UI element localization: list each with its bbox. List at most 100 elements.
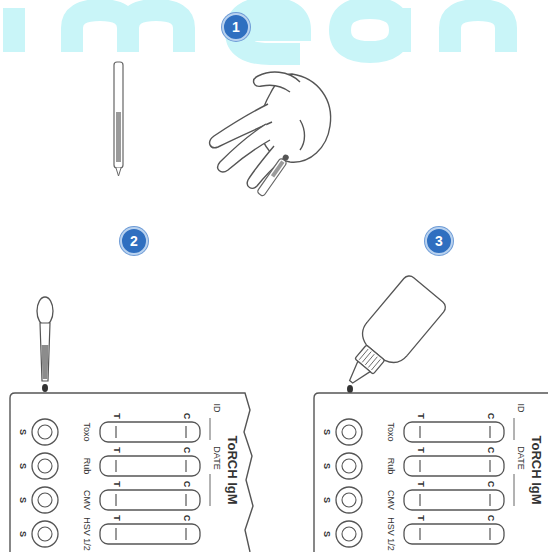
control-line-label: C bbox=[486, 413, 495, 420]
sample-well-inner bbox=[342, 493, 356, 507]
tube-blood bbox=[271, 160, 285, 177]
test-name: Rub bbox=[386, 458, 395, 475]
callout-text: 1 bbox=[232, 19, 240, 35]
watermark-shape bbox=[3, 8, 25, 52]
result-window bbox=[404, 490, 504, 510]
watermark-shape bbox=[72, 10, 184, 52]
sample-well-inner bbox=[342, 425, 356, 439]
sample-well-inner bbox=[38, 425, 52, 439]
tube-body bbox=[257, 158, 288, 197]
control-line bbox=[489, 460, 490, 472]
result-window bbox=[100, 490, 200, 510]
write-line bbox=[514, 474, 515, 506]
test-line-label: T bbox=[416, 413, 425, 419]
watermark-shape bbox=[450, 10, 506, 52]
control-line-label: C bbox=[182, 515, 191, 522]
control-line bbox=[489, 494, 490, 506]
control-line bbox=[489, 426, 490, 438]
capillary-tube bbox=[114, 62, 123, 176]
test-line bbox=[115, 494, 116, 506]
test-line-label: T bbox=[416, 481, 425, 487]
control-line-label: C bbox=[486, 515, 495, 522]
cassette-title: ToRCH IgM bbox=[226, 435, 239, 504]
control-line bbox=[489, 528, 490, 540]
sample-well-label: S bbox=[18, 531, 27, 537]
callout-text: 2 bbox=[130, 233, 138, 249]
control-line-label: C bbox=[182, 413, 191, 420]
cassette-outline bbox=[314, 393, 548, 552]
write-line bbox=[210, 418, 211, 440]
sample-well bbox=[336, 521, 362, 547]
test-line bbox=[419, 460, 420, 472]
callout-number: 2 bbox=[120, 227, 148, 255]
hand-crease bbox=[300, 120, 305, 150]
field-label: DATE bbox=[516, 446, 525, 469]
hand bbox=[210, 72, 331, 188]
field-label: DATE bbox=[212, 446, 221, 469]
control-line-label: C bbox=[486, 481, 495, 488]
sample-well-inner bbox=[342, 527, 356, 541]
watermark-shape bbox=[340, 8, 400, 52]
test-line-label: T bbox=[112, 481, 121, 487]
tube-blood bbox=[116, 112, 121, 162]
bottle-nozzle bbox=[345, 361, 370, 387]
result-window bbox=[100, 422, 200, 442]
dropper bbox=[37, 297, 53, 392]
callout-text: 3 bbox=[435, 233, 443, 249]
sample-well-label: S bbox=[322, 463, 331, 469]
result-window bbox=[404, 456, 504, 476]
test-line bbox=[419, 426, 420, 438]
sample-well-inner bbox=[38, 459, 52, 473]
callout-number: 1 bbox=[222, 13, 250, 41]
test-line bbox=[115, 426, 116, 438]
sample-well-inner bbox=[38, 527, 52, 541]
cassette bbox=[10, 393, 253, 552]
control-line bbox=[185, 426, 186, 438]
test-line bbox=[115, 460, 116, 472]
sample-well bbox=[32, 453, 58, 479]
result-window bbox=[404, 524, 504, 544]
cassette-title: ToRCH IgM bbox=[530, 435, 543, 504]
sample-well bbox=[336, 419, 362, 445]
test-name: CMV bbox=[82, 490, 91, 510]
result-window bbox=[100, 524, 200, 544]
test-line bbox=[419, 528, 420, 540]
test-line-label: T bbox=[112, 515, 121, 521]
test-name: Rub bbox=[82, 458, 91, 475]
control-line bbox=[185, 528, 186, 540]
test-line-label: T bbox=[112, 413, 121, 419]
test-name: HSV 1/2 bbox=[82, 517, 91, 551]
test-line bbox=[419, 494, 420, 506]
test-name: CMV bbox=[386, 490, 395, 510]
test-name: Toxo bbox=[386, 422, 395, 441]
sample-well bbox=[32, 487, 58, 513]
dropper-bulb bbox=[37, 297, 53, 325]
sample-well-label: S bbox=[18, 463, 27, 469]
sample-well-label: S bbox=[18, 497, 27, 503]
test-name: HSV 1/2 bbox=[386, 517, 395, 551]
sample-well bbox=[32, 521, 58, 547]
buffer-drop bbox=[347, 385, 353, 393]
dropper-sample bbox=[42, 345, 49, 379]
hand-thumb bbox=[254, 72, 300, 92]
sample-well-label: S bbox=[18, 429, 27, 435]
finger-capillary bbox=[257, 153, 291, 197]
sample-well bbox=[336, 487, 362, 513]
test-name: Toxo bbox=[82, 422, 91, 441]
write-line bbox=[210, 474, 211, 506]
control-line bbox=[185, 460, 186, 472]
sample-well bbox=[336, 453, 362, 479]
sample-well bbox=[32, 419, 58, 445]
tube-tip bbox=[116, 168, 121, 176]
control-line bbox=[185, 494, 186, 506]
buffer-bottle bbox=[331, 273, 448, 398]
control-line-label: C bbox=[182, 481, 191, 488]
test-line-label: T bbox=[416, 515, 425, 521]
sample-well-inner bbox=[342, 459, 356, 473]
control-line-label: C bbox=[182, 447, 191, 454]
sample-well-label: S bbox=[322, 531, 331, 537]
control-line-label: C bbox=[486, 447, 495, 454]
watermark bbox=[14, 8, 506, 54]
test-line-label: T bbox=[416, 447, 425, 453]
